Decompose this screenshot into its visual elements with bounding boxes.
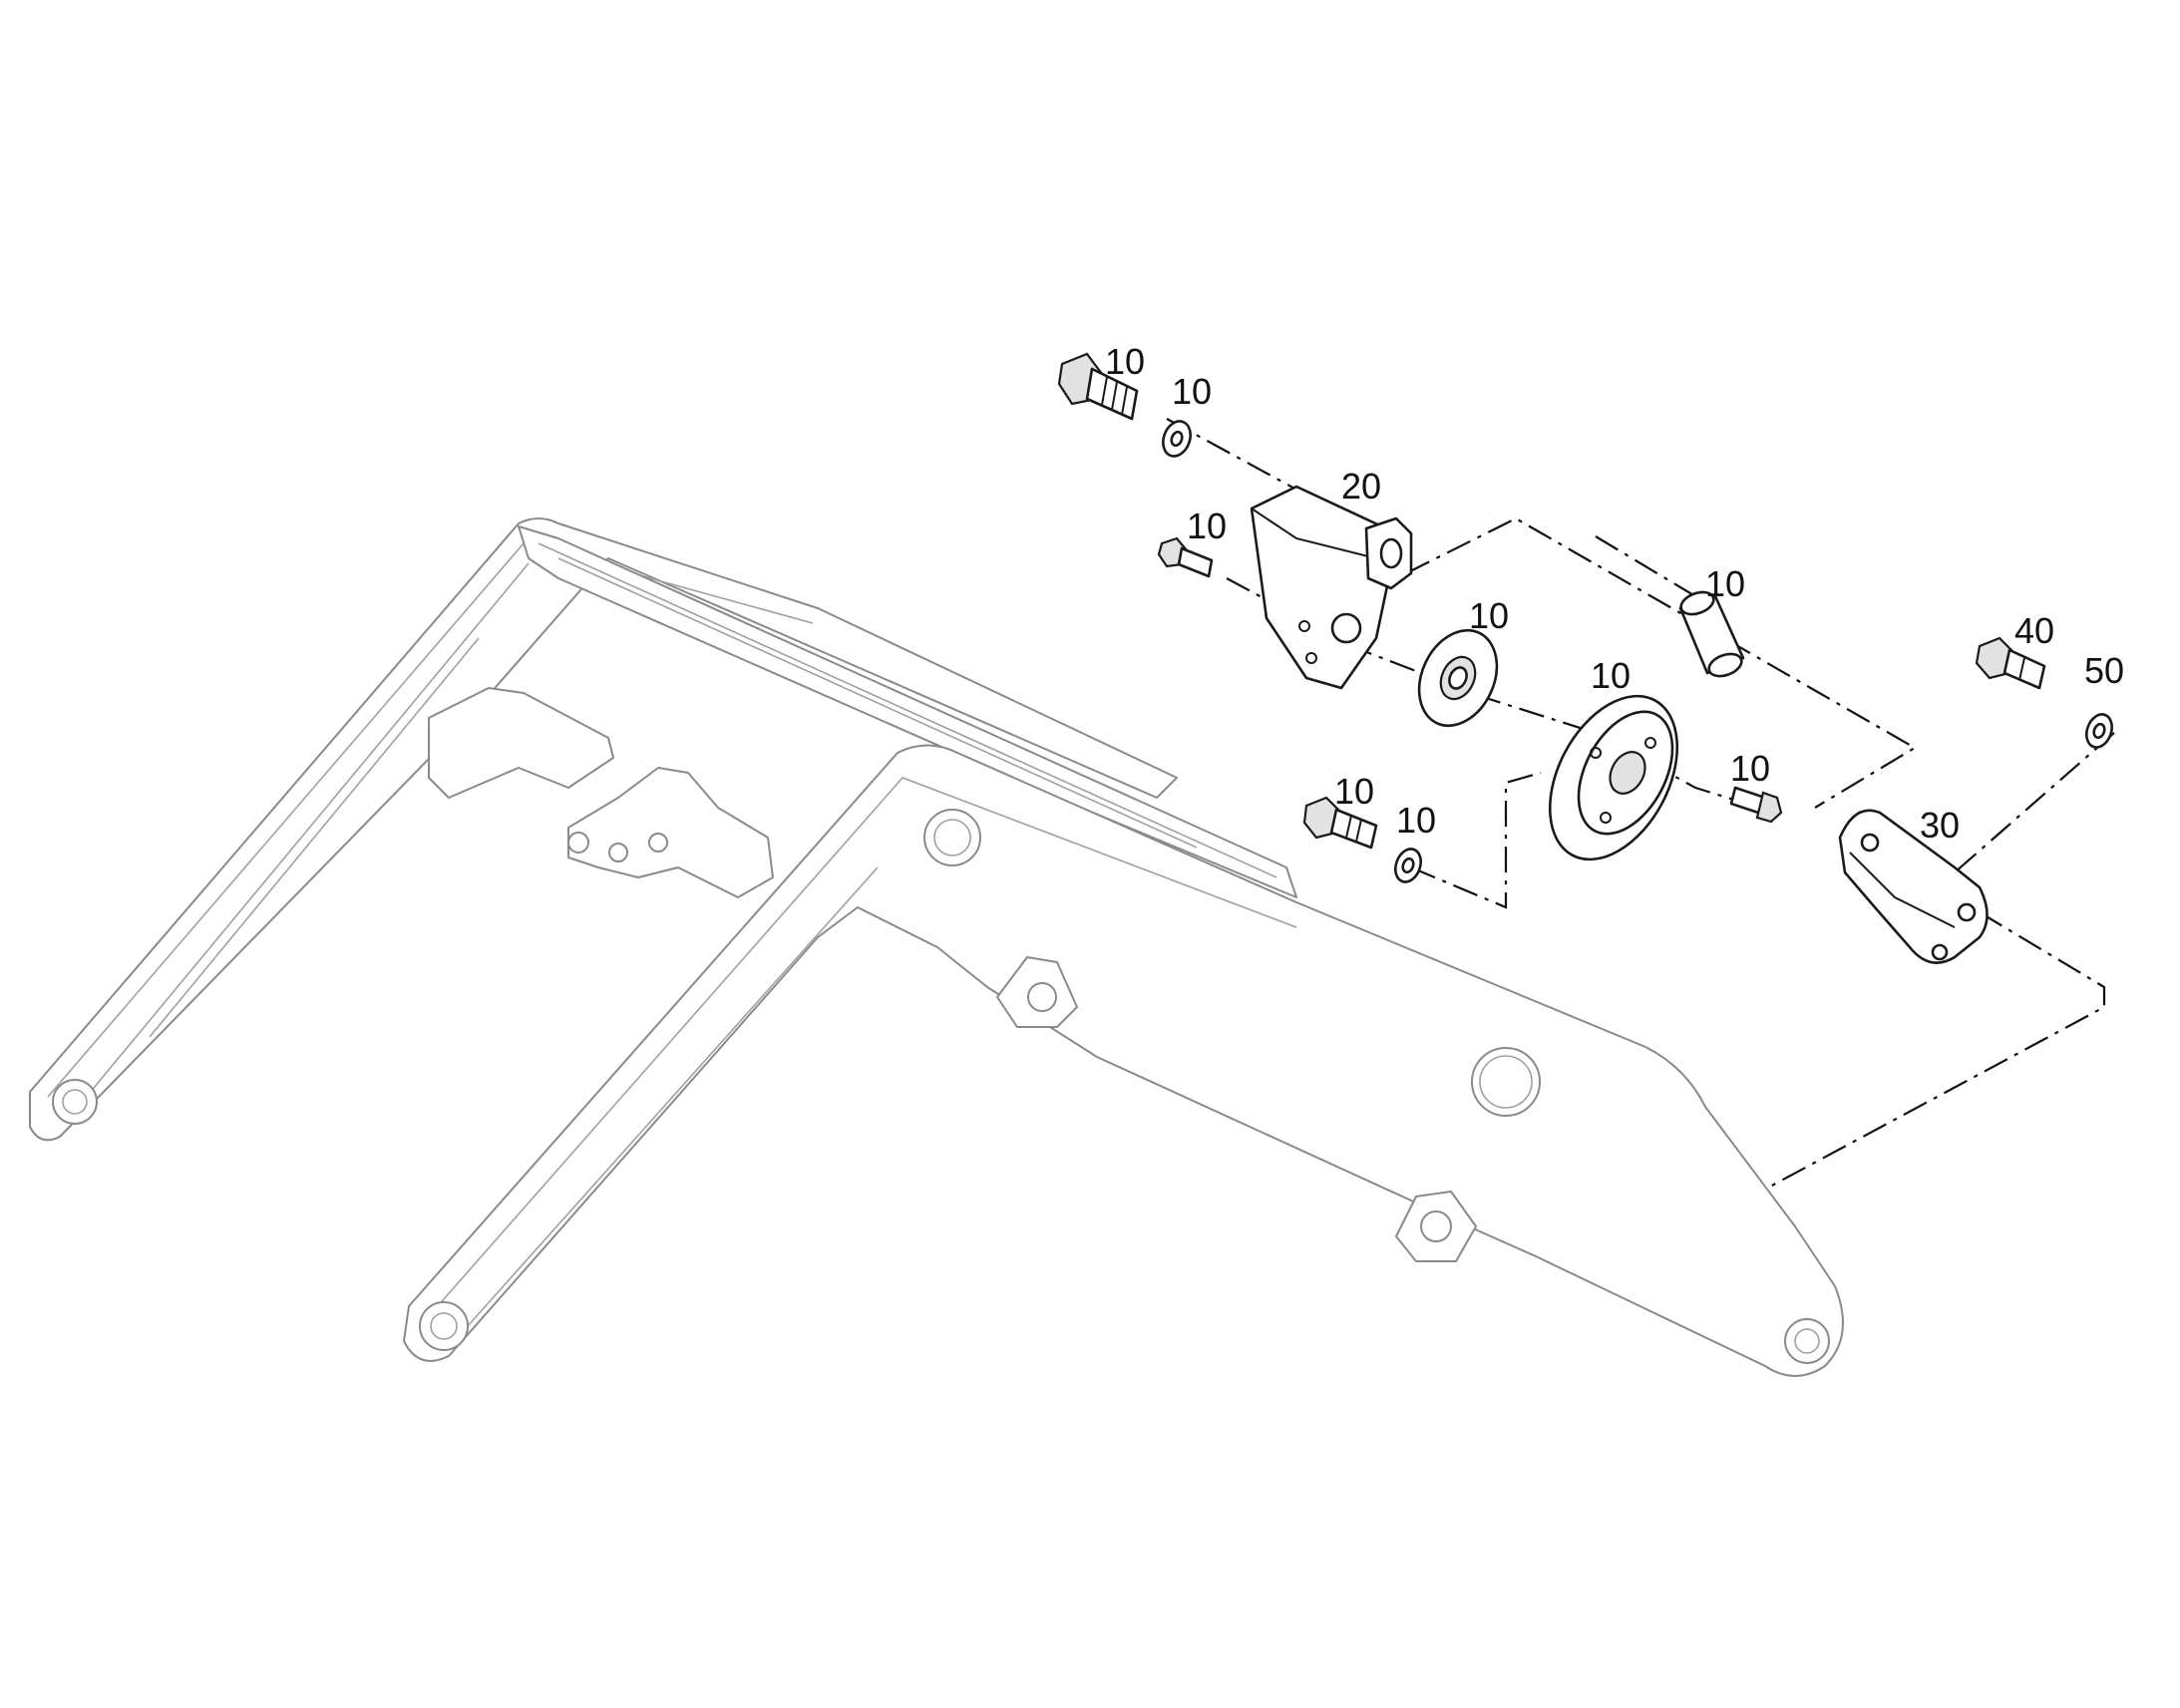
screw-right <box>1729 786 1783 824</box>
center-bracket <box>567 767 774 898</box>
left-arm <box>29 517 1178 1142</box>
main-arm-pin-bore <box>419 1301 469 1351</box>
washer-50 <box>2085 713 2113 749</box>
callout-washer-50: 50 <box>2084 650 2124 691</box>
callout-flange-small: 10 <box>1469 595 1509 636</box>
callout-bracket-20: 20 <box>1341 466 1381 507</box>
leader-bolt-low <box>1410 771 1542 909</box>
bolt-40 <box>1975 636 2046 690</box>
lever-30 <box>1838 809 1989 964</box>
callout-washer-top: 10 <box>1172 371 1212 412</box>
bushing <box>1678 590 1745 678</box>
callout-small-screw-top: 10 <box>1187 506 1227 546</box>
main-arm-upper-bore <box>923 809 981 866</box>
washer-lower <box>1394 848 1422 883</box>
small-screw-top <box>1157 536 1214 578</box>
bracket-20 <box>1250 485 1413 690</box>
leader-bracket-to-flange <box>1226 577 1776 815</box>
boom-frame <box>29 517 1844 1377</box>
callouts: 10 10 20 10 10 10 10 10 10 10 40 50 30 <box>1105 341 2124 846</box>
left-arm-pin-bore <box>52 1079 98 1125</box>
boom-end-bore <box>1784 1318 1830 1364</box>
bolt-top <box>1057 352 1139 421</box>
parts <box>1057 352 2113 964</box>
left-arm-bracket <box>428 687 614 799</box>
callout-lever-30: 30 <box>1920 805 1960 846</box>
leader-washer-50 <box>1954 732 2115 873</box>
callout-washer-lower: 10 <box>1396 800 1436 841</box>
leader-bracket-up-route <box>1405 516 1918 809</box>
washer-top <box>1162 420 1192 458</box>
callout-bolt-lower: 10 <box>1334 771 1374 812</box>
callout-flange-large: 10 <box>1591 655 1631 696</box>
flange-small <box>1417 628 1499 728</box>
callout-bushing: 10 <box>1705 563 1745 604</box>
bolt-lower <box>1302 796 1378 850</box>
callout-bolt-40: 40 <box>2014 610 2054 651</box>
callout-bolt-top: 10 <box>1105 341 1145 382</box>
leader-lever-to-boom <box>1769 911 2106 1188</box>
main-arm-inspection-cover <box>1471 1047 1541 1117</box>
flange-large <box>1548 694 1679 861</box>
callout-screw-right: 10 <box>1730 748 1770 789</box>
main-arm <box>403 744 1844 1377</box>
leader-bolt-40 <box>1595 535 1696 597</box>
